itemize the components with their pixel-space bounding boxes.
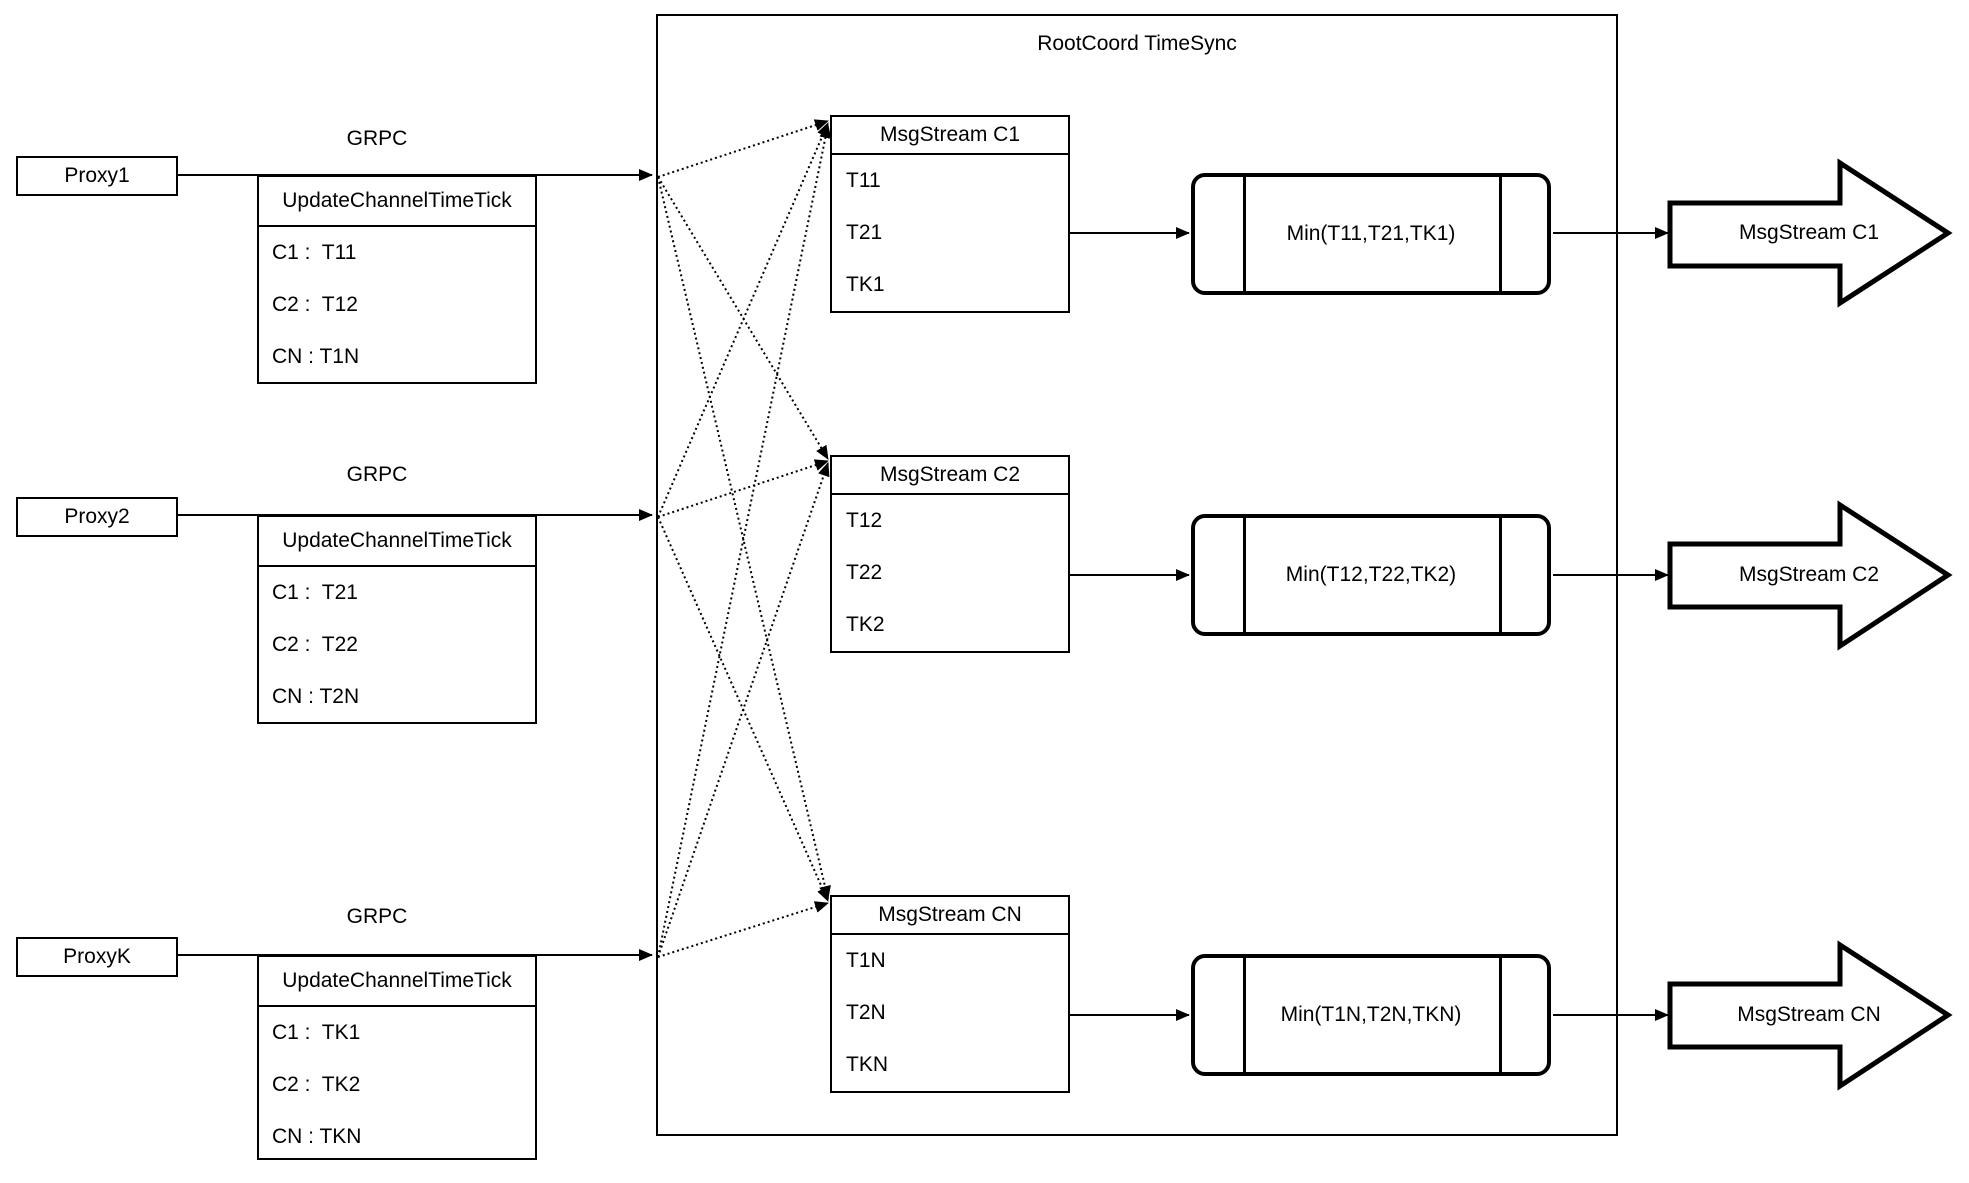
min-expression: Min(T1N,T2N,TKN) [1280, 1003, 1462, 1026]
table-row: T1N [846, 949, 886, 972]
update-timetick-table-k: UpdateChannelTimeTick C1 : TK1 C2 : TK2 … [257, 955, 537, 1160]
output-arrow-label-cn: MsgStream CN [1737, 1003, 1881, 1026]
grpc-label-k: GRPC [346, 905, 408, 928]
msgstream-table-cn: MsgStream CN T1N T2N TKN [830, 895, 1070, 1093]
rootcoord-title: RootCoord TimeSync [1037, 32, 1237, 55]
min-block-cn: Min(T1N,T2N,TKN) [1191, 954, 1551, 1076]
table-row: C2 : TK2 [272, 1073, 361, 1096]
table-row: C2 : T22 [272, 633, 358, 656]
msgstream-table-c1: MsgStream C1 T11 T21 TK1 [830, 115, 1070, 313]
table-header: UpdateChannelTimeTick [259, 517, 535, 567]
table-row: T11 [846, 169, 881, 192]
grpc-label-1: GRPC [346, 127, 408, 150]
table-row: TK2 [846, 613, 885, 636]
table-row: TKN [846, 1053, 888, 1076]
min-block-c1: Min(T11,T21,TK1) [1191, 173, 1551, 295]
output-arrow-cn [1667, 940, 1953, 1091]
table-row: T12 [846, 509, 883, 532]
min-expression: Min(T11,T21,TK1) [1286, 222, 1456, 245]
table-header: MsgStream C2 [832, 457, 1068, 495]
table-header: UpdateChannelTimeTick [259, 177, 535, 227]
table-row: C1 : TK1 [272, 1021, 361, 1044]
dotted-link-pk-c1 [657, 124, 832, 958]
table-row: CN : T1N [272, 345, 360, 368]
dotted-link-pk-c2 [657, 462, 830, 958]
dotted-link-p2-c1 [657, 122, 829, 518]
proxy-node-label: ProxyK [63, 945, 131, 968]
table-header: UpdateChannelTimeTick [259, 957, 535, 1007]
proxy-node-label: Proxy2 [64, 505, 130, 528]
table-row: TK1 [846, 273, 885, 296]
table-row: T22 [846, 561, 883, 584]
table-row: C1 : T11 [272, 241, 357, 264]
proxy-node-k: ProxyK [16, 937, 178, 977]
queue-divider [1243, 177, 1246, 291]
update-timetick-table-2: UpdateChannelTimeTick C1 : T21 C2 : T22 … [257, 515, 537, 724]
output-arrow-label-c2: MsgStream C2 [1738, 563, 1880, 586]
grpc-label-2: GRPC [346, 463, 408, 486]
queue-divider [1499, 518, 1502, 632]
queue-divider [1499, 177, 1502, 291]
dotted-link-p1-cn [657, 176, 831, 900]
proxy-node-label: Proxy1 [64, 164, 130, 187]
table-row: CN : T2N [272, 685, 360, 708]
queue-divider [1499, 958, 1502, 1072]
queue-divider [1243, 958, 1246, 1072]
min-expression: Min(T12,T22,TK2) [1285, 563, 1457, 586]
table-header: MsgStream C1 [832, 117, 1068, 155]
table-row: C1 : T21 [272, 581, 358, 604]
update-timetick-table-1: UpdateChannelTimeTick C1 : T11 C2 : T12 … [257, 175, 537, 384]
table-row: C2 : T12 [272, 293, 358, 316]
output-arrow-c1 [1667, 158, 1953, 308]
output-arrow-label-c1: MsgStream C1 [1738, 221, 1880, 244]
proxy-node-2: Proxy2 [16, 497, 178, 537]
output-arrow-c2 [1667, 500, 1953, 651]
table-row: CN : TKN [272, 1125, 362, 1148]
rootcoord-box [656, 14, 1618, 1136]
msgstream-table-c2: MsgStream C2 T12 T22 TK2 [830, 455, 1070, 653]
table-row: T2N [846, 1001, 886, 1024]
min-block-c2: Min(T12,T22,TK2) [1191, 514, 1551, 636]
table-row: T21 [846, 221, 883, 244]
proxy-node-1: Proxy1 [16, 156, 178, 196]
table-header: MsgStream CN [832, 897, 1068, 935]
queue-divider [1243, 518, 1246, 632]
